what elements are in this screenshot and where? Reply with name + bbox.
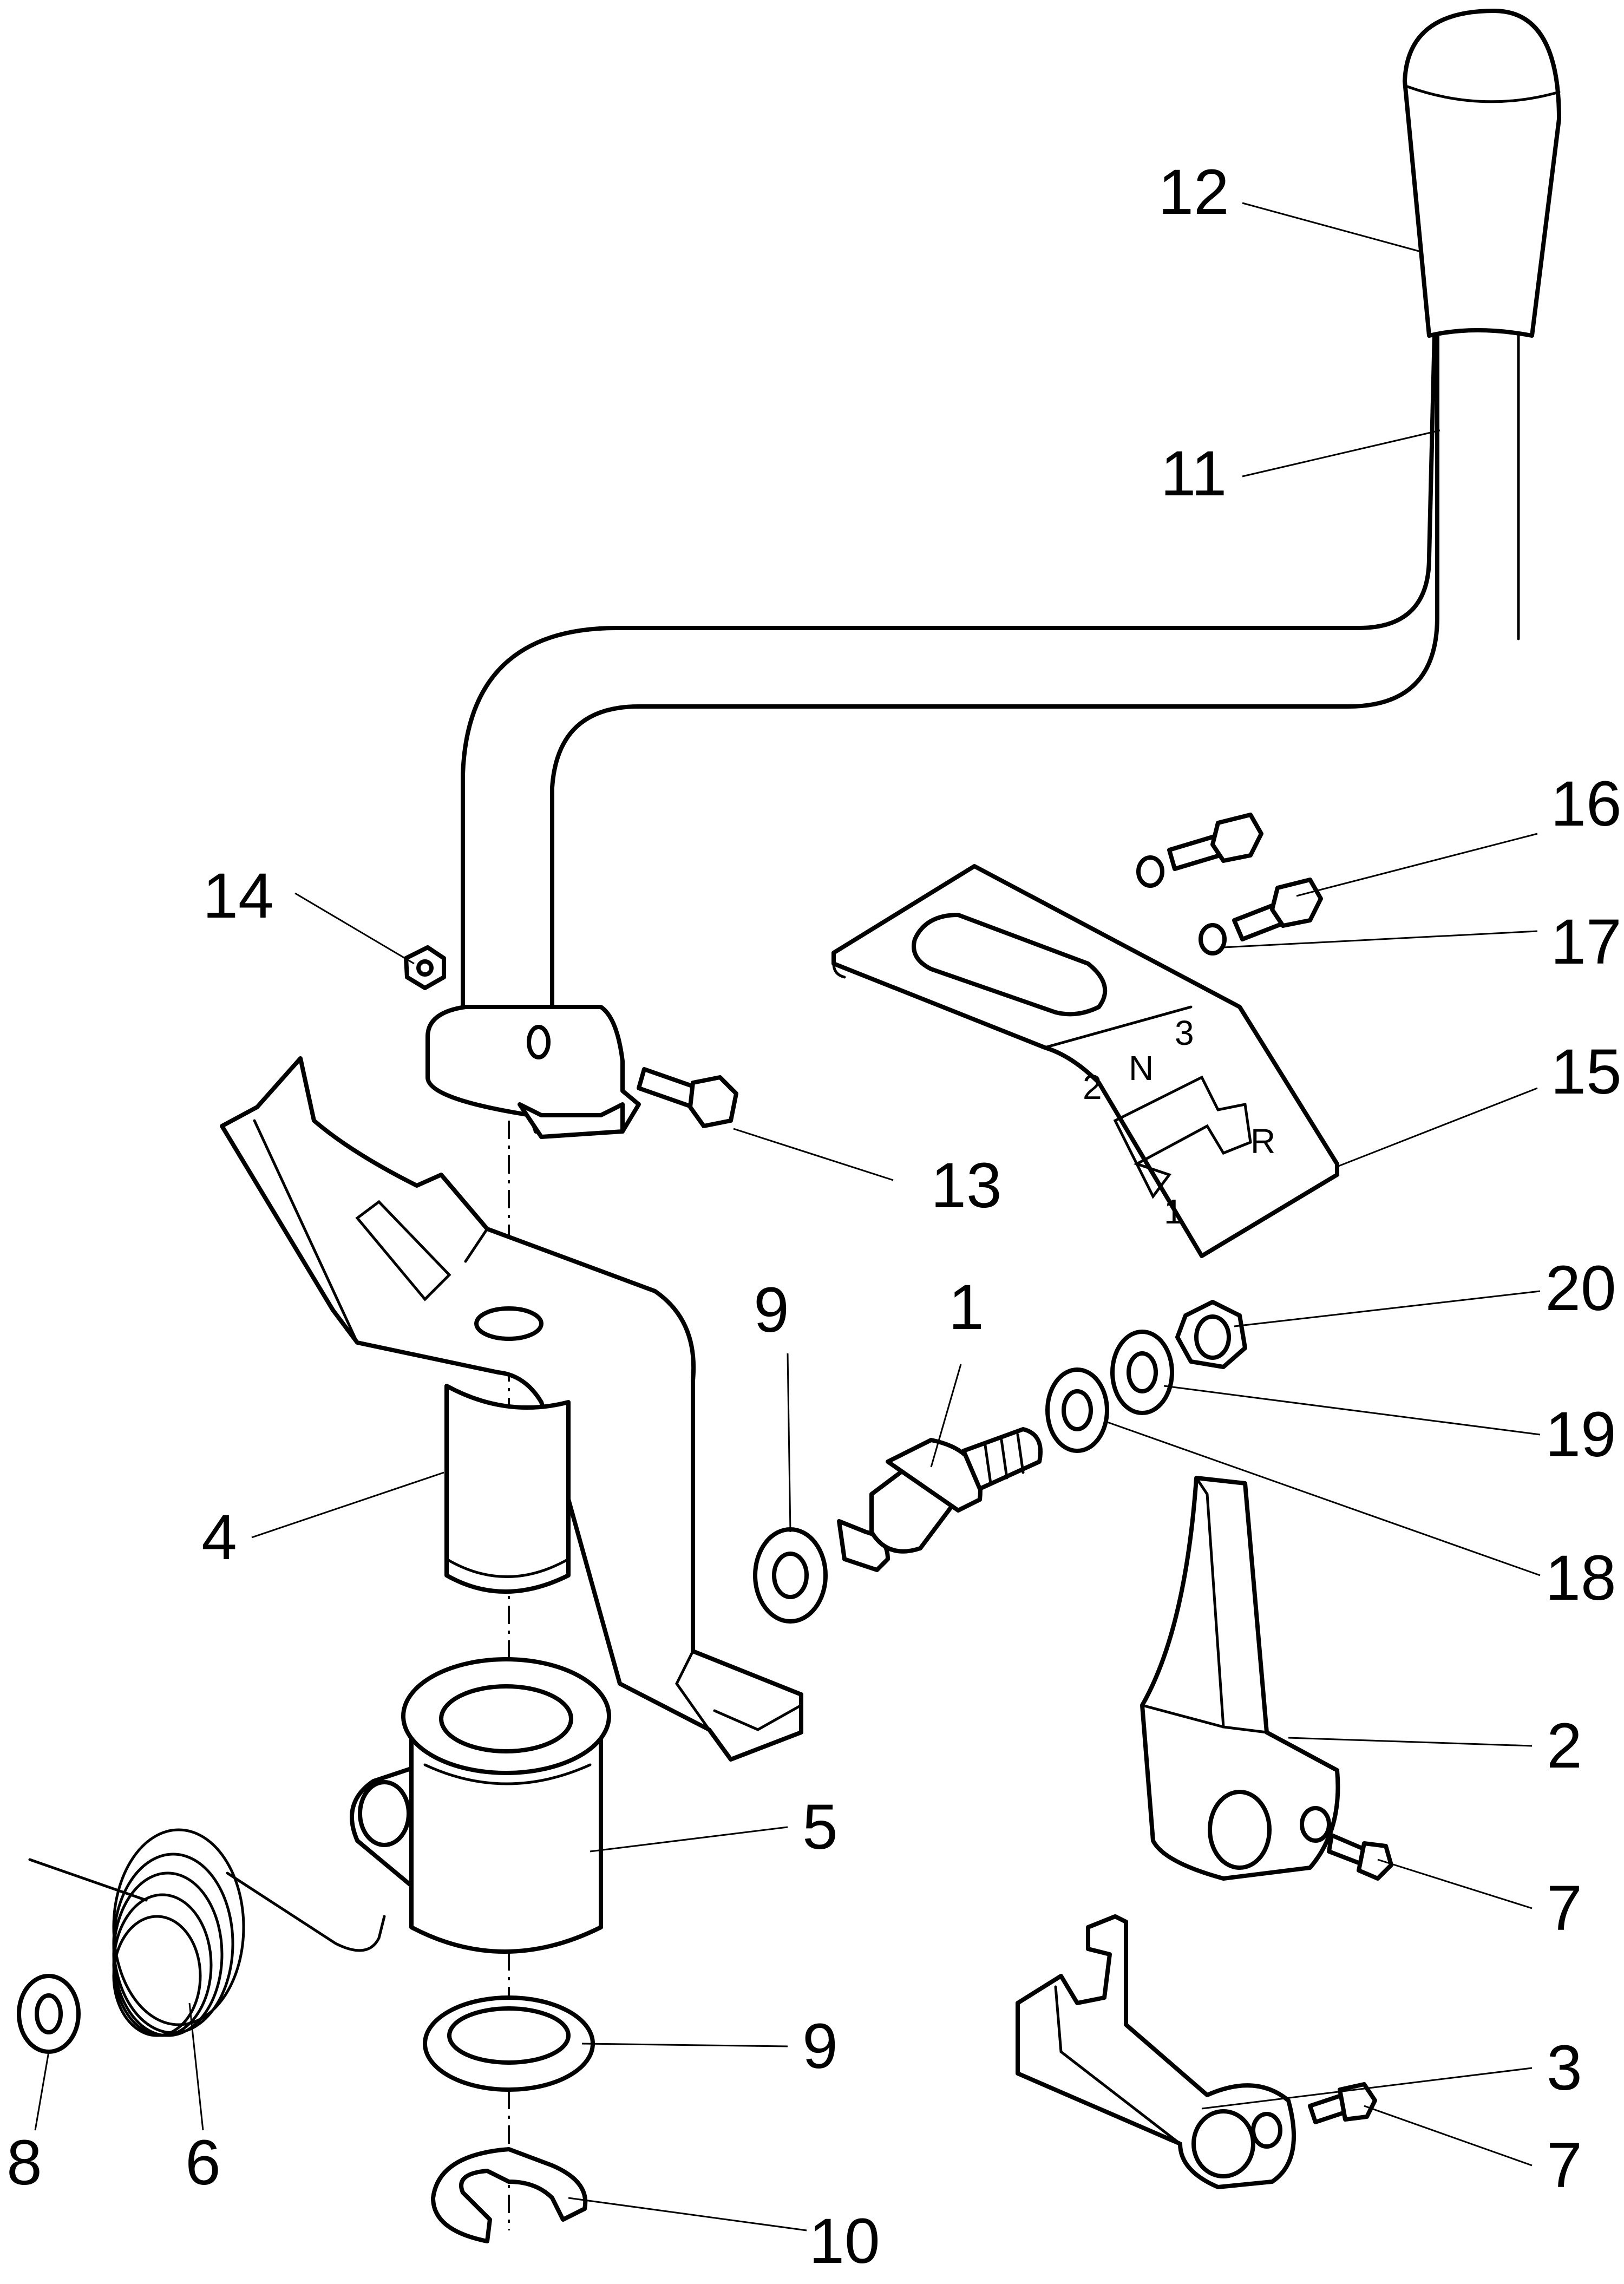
leader-lines xyxy=(34,202,1541,2231)
callout-3: 3 xyxy=(1547,2032,1582,2104)
e-clip xyxy=(431,2147,588,2243)
washer-19 xyxy=(1110,1330,1174,1415)
threaded-stud xyxy=(837,1427,1043,1572)
callout-17: 17 xyxy=(1550,906,1621,978)
hex-nut-20 xyxy=(1175,1300,1247,1369)
lever-collar xyxy=(425,1005,641,1139)
callout-12: 12 xyxy=(1158,156,1229,228)
washer-small xyxy=(17,1974,81,2054)
washer-17 xyxy=(1199,923,1227,956)
callout-1: 1 xyxy=(948,1272,984,1343)
shift-lever-rod xyxy=(461,331,1439,1074)
lever-arm xyxy=(1140,1476,1340,1881)
pivot-bushing xyxy=(350,1657,611,1954)
callout-18: 18 xyxy=(1545,1542,1616,1614)
callout-4: 4 xyxy=(201,1502,237,1573)
bolt-13 xyxy=(637,1067,738,1128)
callout-9-lower: 9 xyxy=(802,2011,838,2082)
gate-label-2: 2 xyxy=(1083,1068,1102,1107)
callout-10: 10 xyxy=(809,2206,880,2277)
callout-labels: 1 2 3 4 5 6 7 7 8 9 9 10 11 12 13 14 15 … xyxy=(6,156,1621,2277)
nut-14 xyxy=(404,945,446,990)
callout-20: 20 xyxy=(1545,1253,1616,1324)
callout-6: 6 xyxy=(185,2127,221,2198)
callout-14: 14 xyxy=(202,860,273,932)
callout-13: 13 xyxy=(931,1150,1001,1221)
torsion-spring xyxy=(28,1828,386,2037)
callout-19: 19 xyxy=(1545,1399,1616,1470)
shift-knob xyxy=(1403,9,1561,338)
shift-gate-plate: 2 N 3 R 1 xyxy=(831,864,1339,1258)
washer-18 xyxy=(1045,1367,1109,1453)
bolt-16-upper xyxy=(1136,813,1263,888)
washer-lower xyxy=(423,1995,595,2092)
callout-16: 16 xyxy=(1550,768,1621,840)
callout-15: 15 xyxy=(1550,1036,1621,1108)
callout-7-lower: 7 xyxy=(1547,2130,1582,2201)
gate-label-1: 1 xyxy=(1164,1192,1183,1231)
screw-7-upper xyxy=(1327,1833,1393,1881)
callout-7-upper: 7 xyxy=(1547,1873,1582,1944)
callout-11: 11 xyxy=(1161,438,1227,509)
callout-8: 8 xyxy=(6,2127,42,2198)
gate-label-n: N xyxy=(1129,1049,1154,1088)
bracket-post xyxy=(444,1384,571,1594)
bolt-16 xyxy=(1232,878,1323,941)
bracket-arm xyxy=(1016,1914,1296,2189)
gate-label-3: 3 xyxy=(1175,1013,1194,1052)
callout-9-upper: 9 xyxy=(754,1274,789,1346)
gate-label-r: R xyxy=(1250,1122,1275,1161)
callout-5: 5 xyxy=(802,1791,838,1863)
shift-bracket xyxy=(220,1056,803,1762)
washer-stud xyxy=(753,1527,828,1624)
screw-7-lower xyxy=(1308,2082,1377,2124)
callout-2: 2 xyxy=(1547,1710,1582,1782)
